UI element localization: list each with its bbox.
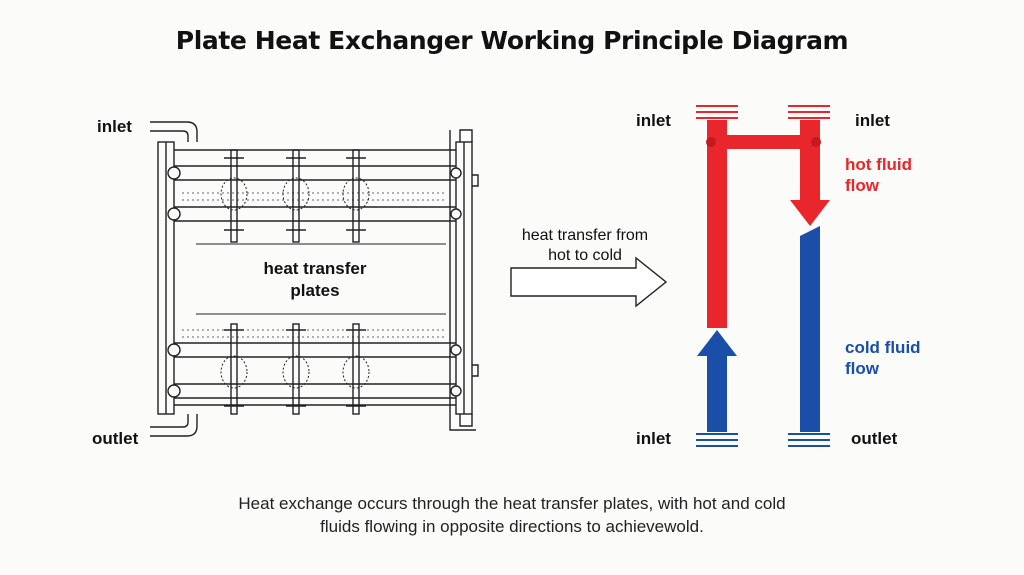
flow-diagram [696,105,830,447]
hot-fluid-crossbar [707,135,820,149]
heat-transfer-label: heat transfer from hot to cold [521,227,649,264]
left-inlet-label: inlet [97,117,132,136]
diagram-caption: Heat exchange occurs through the heat tr… [238,494,786,536]
upper-clamp-bolts [224,149,366,243]
cold-fluid-right-column [800,226,820,432]
lower-tie-rods [174,342,456,399]
left-outlet-label: outlet [92,429,139,448]
right-top-left-inlet-label: inlet [636,111,671,130]
hot-fluid-down-arrow [790,200,830,226]
lower-clamp-bolts [224,323,366,415]
diagram-title: Plate Heat Exchanger Working Principle D… [175,26,849,55]
right-bottom-outlet-label: outlet [851,429,898,448]
heat-transfer-arrow [510,256,668,308]
right-bottom-inlet-label: inlet [636,429,671,448]
upper-tie-rods [174,165,456,222]
hot-fluid-left-column [707,120,727,328]
plates-label: heat transfer plates [263,259,367,300]
cold-fluid-flow-label: cold fluid flow [845,338,921,378]
hot-fluid-right-column [800,120,820,202]
right-top-right-inlet-label: inlet [855,111,890,130]
cold-fluid-up-arrow [697,330,737,356]
inlet-pipe [150,121,198,142]
outlet-pipe [150,414,198,437]
hot-fluid-flow-label: hot fluid flow [845,155,913,195]
cold-fluid-left-column [707,356,727,432]
